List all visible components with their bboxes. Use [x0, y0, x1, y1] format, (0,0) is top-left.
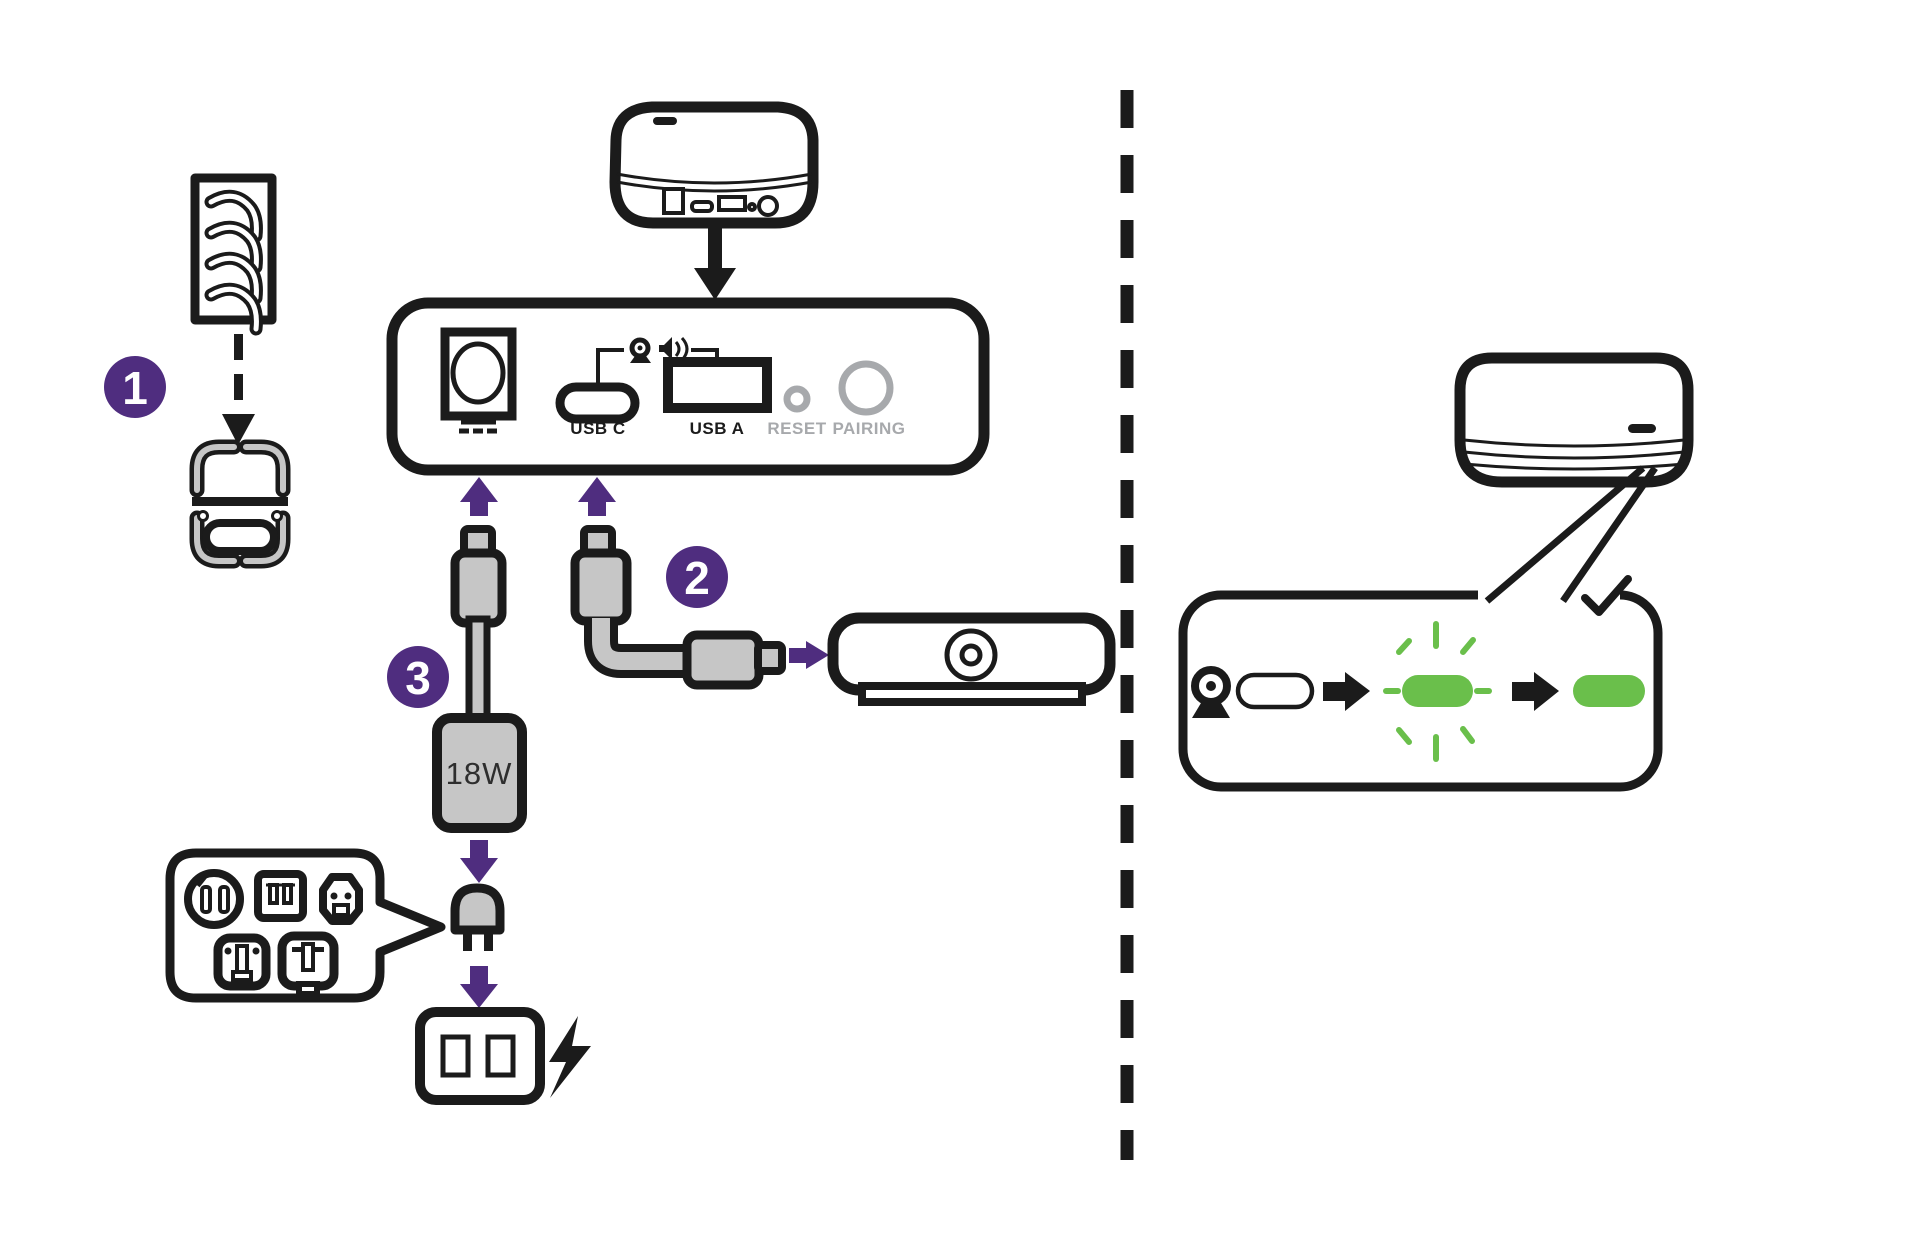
hub-device-icon [609, 101, 819, 229]
pairing-button: PAIRING [832, 360, 905, 438]
international-plug-types-icon [165, 848, 446, 1003]
velcro-strip-icon [190, 173, 277, 336]
step2-group: 2 [570, 525, 1116, 706]
reset-button: RESET [767, 385, 826, 438]
hub-device-top-group [609, 101, 819, 300]
power-port [440, 327, 517, 434]
rear-io-panel-group: USB C USB A RESET PAIRING [386, 297, 990, 516]
status-webcam-icon [1191, 666, 1231, 718]
plug-type-eu [184, 869, 244, 929]
power-cable-icon [450, 525, 507, 727]
tv-mount-icon [189, 439, 291, 569]
plug-type-earth-pin [277, 931, 339, 997]
sequence-arrow-1 [1323, 672, 1370, 711]
camera-device-icon [827, 612, 1116, 706]
reset-label: RESET [767, 419, 826, 438]
hub-led-slot [653, 117, 677, 125]
step2-number: 2 [684, 552, 710, 604]
speaker-icon [659, 336, 689, 362]
power-adapter-icon: 18W [432, 713, 527, 833]
hub-device-front-icon [1454, 352, 1694, 488]
connect-camera-arrow [789, 641, 829, 669]
led-state-off [1235, 672, 1315, 710]
status-led-slot [1628, 424, 1656, 433]
step1-number: 1 [122, 362, 148, 414]
step1-group: 1 [104, 173, 291, 569]
usb-c-label: USB C [570, 419, 625, 438]
led-state-solid [1573, 675, 1645, 707]
adapter-to-plug-arrow [460, 840, 498, 883]
plug-type-square [254, 870, 307, 922]
step2-badge: 2 [666, 546, 728, 608]
usb-a-port: USB A [663, 357, 772, 438]
pairing-label: PAIRING [832, 419, 905, 438]
callout-lines [1484, 465, 1658, 604]
wall-outlet-icon [415, 1007, 545, 1105]
usb-c-cable-icon [570, 525, 786, 690]
step1-dashed-arrow [222, 334, 255, 445]
power-plug-icon [450, 883, 505, 951]
usb-c-port: USB C [555, 382, 640, 438]
usb-a-label: USB A [690, 419, 745, 438]
plug-type-hex [319, 873, 363, 925]
step3-number: 3 [405, 652, 431, 704]
pairing-status-group [1178, 352, 1694, 792]
step3-badge: 3 [387, 646, 449, 708]
plug-type-round-pins [213, 933, 271, 991]
checkmark-icon [1581, 575, 1632, 616]
dc-power-icon [459, 419, 497, 434]
led-state-blinking [1383, 621, 1492, 762]
adapter-wattage-label: 18W [446, 756, 513, 791]
sequence-arrow-2 [1512, 672, 1559, 711]
place-device-arrow [694, 226, 736, 300]
lightning-bolt-icon [549, 1016, 591, 1098]
webcam-icon [629, 337, 651, 363]
step3-group: 3 18W [165, 525, 591, 1105]
plug-in-arrows [460, 477, 616, 516]
port-callout-brackets [596, 348, 719, 387]
blink-rays [1383, 621, 1492, 762]
plug-to-outlet-arrow [460, 966, 498, 1008]
step1-badge: 1 [104, 356, 166, 418]
